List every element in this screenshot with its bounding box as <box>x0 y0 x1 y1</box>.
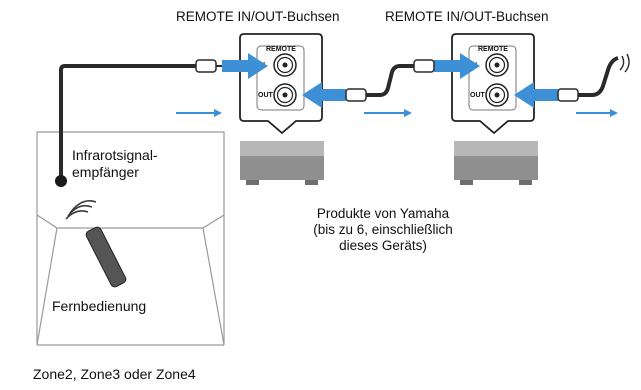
signal-wave-icon <box>65 200 97 220</box>
signal-arrow-in-2 <box>434 53 480 79</box>
zone-label: Zone2, Zone3 oder Zone4 <box>33 366 196 382</box>
jack-title-1: REMOTE IN/OUT-Buchsen <box>176 9 340 24</box>
remote-cable-3 <box>557 53 630 102</box>
signal-arrow-in-1 <box>222 53 268 79</box>
remote-control-icon <box>85 226 127 288</box>
products-label-line-3: dieses Geräts) <box>339 238 427 253</box>
yamaha-device-1 <box>240 141 324 185</box>
receiver-label-line-1: Infrarotsignal- <box>72 147 158 163</box>
jack-title-2: REMOTE IN/OUT-Buchsen <box>385 9 549 24</box>
panel-1-remote-label: REMOTE <box>266 46 296 53</box>
products-label-line-2: (bis zu 6, einschließlich <box>313 222 453 237</box>
yamaha-device-2 <box>454 141 538 185</box>
panel-1-out-label: OUT <box>258 92 274 99</box>
signal-arrow-out-1 <box>302 82 346 108</box>
zone-room-outline <box>36 131 225 346</box>
remote-cable-1 <box>59 59 222 180</box>
remote-label: Fernbedienung <box>52 298 146 314</box>
ir-receiver-dot-icon <box>55 175 67 187</box>
panel-2-remote-label: REMOTE <box>478 46 508 53</box>
panel-2-out-label: OUT <box>470 92 486 99</box>
signal-arrow-out-2 <box>514 82 558 108</box>
jack-panel-2 <box>451 33 535 135</box>
products-label-line-1: Produkte von Yamaha <box>317 206 450 221</box>
flow-arrows <box>176 109 618 117</box>
remote-cable-2 <box>345 59 435 102</box>
receiver-label-line-2: empfänger <box>72 164 139 180</box>
jack-panel-1 <box>239 33 323 135</box>
